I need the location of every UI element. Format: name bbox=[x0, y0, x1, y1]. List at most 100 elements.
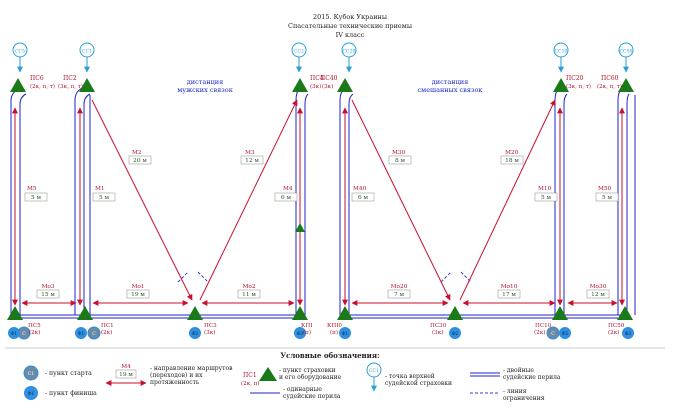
double-rope-mid-left bbox=[339, 87, 354, 315]
distance-men-line-2: мужских связок bbox=[177, 86, 233, 94]
route-length-box bbox=[351, 192, 375, 202]
route-length-box bbox=[126, 289, 150, 299]
legend-topbelay-label: СС1 bbox=[369, 368, 379, 374]
station-triangle bbox=[618, 78, 634, 92]
station-sub: (2к) bbox=[608, 329, 619, 336]
distance-mixed-line-1: дистанция bbox=[432, 78, 468, 86]
finish-mark-label: Ф3 bbox=[297, 331, 304, 337]
start-mark bbox=[87, 326, 101, 340]
station-triangle bbox=[79, 78, 95, 92]
route-length: 8 м bbox=[395, 158, 406, 164]
horizontal-route-labels: Мо3 15 м Мо1 19 м Мо2 11 м Мо20 7 м Мо10… bbox=[36, 284, 610, 299]
route-m20 bbox=[459, 99, 556, 301]
route-length: 7 м bbox=[394, 292, 405, 298]
finish-mark-label: Ф2 bbox=[452, 331, 459, 337]
station-sub: (2к) bbox=[101, 329, 112, 336]
station-triangle bbox=[10, 78, 26, 92]
station-label: ПС20 bbox=[566, 75, 584, 82]
distance-mixed: дистанция смешанных связок bbox=[418, 78, 483, 94]
legend-route-box bbox=[115, 369, 137, 379]
route-name: М2 bbox=[132, 150, 142, 156]
legend-finish-icon-label: Ф1 bbox=[28, 391, 35, 397]
route-length: 18 м bbox=[505, 158, 519, 164]
finish-mark-label: Ф1 bbox=[11, 331, 18, 337]
route-length: 12 м bbox=[591, 292, 605, 298]
station-label: ПС1 bbox=[101, 323, 114, 329]
top-belay-4: СС20 bbox=[341, 42, 357, 73]
route-name: М20 bbox=[505, 150, 519, 156]
station-label: ПС6 bbox=[30, 75, 44, 82]
station-label: ПС50 bbox=[608, 323, 625, 329]
route-length: 6 м bbox=[358, 195, 369, 201]
top-belay-label: СС1 bbox=[82, 49, 92, 55]
route-length-box bbox=[387, 289, 411, 299]
station-label: ПС3 bbox=[204, 323, 217, 329]
bottom-station-labels: ПС5 (2к) ПС1 (2к) ПС3 (3к) КПI (п) КПI0 … bbox=[28, 323, 625, 336]
limit-line-3 bbox=[440, 271, 452, 283]
route-name: Мо1 bbox=[131, 284, 144, 290]
route-length: 11 м bbox=[242, 292, 256, 298]
route-length-box bbox=[36, 289, 60, 299]
legend-route-text-1: - направление маршрутов bbox=[150, 365, 233, 372]
station-label: ПС30 bbox=[430, 323, 447, 329]
double-rope-mid-right bbox=[554, 87, 568, 315]
station-triangle bbox=[337, 78, 353, 92]
start-mark-label: С bbox=[92, 331, 96, 337]
station-sub: (3к) bbox=[204, 329, 215, 336]
route-length: 6 м bbox=[281, 195, 292, 201]
start-mark-label: С bbox=[551, 331, 555, 337]
legend-topbelay-text-1: - точка верхней bbox=[385, 373, 435, 380]
route-m3 bbox=[199, 99, 298, 301]
station-sub: (2к) bbox=[29, 329, 40, 336]
route-m2 bbox=[91, 99, 193, 301]
station-triangle bbox=[553, 78, 569, 92]
diagonal-route-labels: М2 20 м М3 12 м М30 8 м М20 18 м bbox=[128, 150, 524, 165]
station-sub: (2к, п, т) bbox=[30, 83, 55, 90]
legend-limit-text-1: - линия bbox=[503, 388, 527, 395]
top-belay-6: СС50 bbox=[618, 42, 634, 73]
legend-route-text-3: протяженность bbox=[150, 379, 200, 386]
finish-mark bbox=[559, 327, 571, 339]
header: 2015. Кубок Украины Спасательные техниче… bbox=[288, 13, 412, 39]
double-rope-right bbox=[617, 87, 630, 315]
route-length-box bbox=[92, 192, 116, 202]
legend-single-text-2: судейские перила bbox=[283, 393, 341, 400]
legend-double-text-1: - двойные bbox=[503, 367, 534, 374]
double-ropes bbox=[10, 87, 636, 319]
route-length-box bbox=[274, 192, 298, 202]
route-length: 5 м bbox=[31, 195, 42, 201]
station-triangle bbox=[77, 306, 93, 320]
station-sub: (3к) bbox=[322, 83, 333, 90]
station-sub: (п) bbox=[330, 329, 338, 336]
finish-mark-label: Ф1 bbox=[78, 331, 85, 337]
distance-men-line-1: дистанция bbox=[187, 78, 223, 86]
station-label: ПС4 bbox=[310, 75, 324, 82]
station-sub: (2к, п, т) bbox=[597, 83, 622, 90]
station-label: ПС5 bbox=[28, 323, 41, 329]
route-name: М10 bbox=[538, 186, 552, 192]
legend-finish-icon bbox=[24, 386, 38, 400]
double-rope-right-mid bbox=[295, 87, 309, 315]
top-belay-label: СС5 bbox=[15, 49, 25, 55]
vertical-route-labels: М5 5 м М1 5 м М4 6 м М40 6 м М10 5 м М50… bbox=[24, 186, 619, 202]
top-belays: СС5 СС1 СС2 СС20 СС10 СС50 bbox=[12, 42, 634, 73]
station-triangle bbox=[292, 306, 308, 320]
route-m30 bbox=[351, 99, 451, 301]
station-label: ПС10 bbox=[535, 323, 552, 329]
finish-mark bbox=[8, 327, 20, 339]
route-length: 5 м bbox=[602, 195, 613, 201]
route-name: М40 bbox=[353, 186, 367, 192]
finish-mark bbox=[75, 327, 87, 339]
intermediate-station-triangle bbox=[295, 223, 305, 232]
legend-station-icon bbox=[259, 367, 277, 381]
finish-mark-label: Ф1 bbox=[342, 331, 349, 337]
station-triangle bbox=[7, 306, 23, 320]
finish-mark-label: Ф2 bbox=[192, 331, 199, 337]
distance-men: дистанция мужских связок bbox=[177, 78, 233, 94]
top-belay-label: СС50 bbox=[620, 49, 633, 55]
route-length: 15 м bbox=[41, 292, 55, 298]
finish-mark bbox=[189, 327, 201, 339]
route-name: Мо20 bbox=[391, 284, 408, 290]
route-arrows bbox=[12, 99, 625, 306]
route-length: 5 м bbox=[541, 195, 552, 201]
